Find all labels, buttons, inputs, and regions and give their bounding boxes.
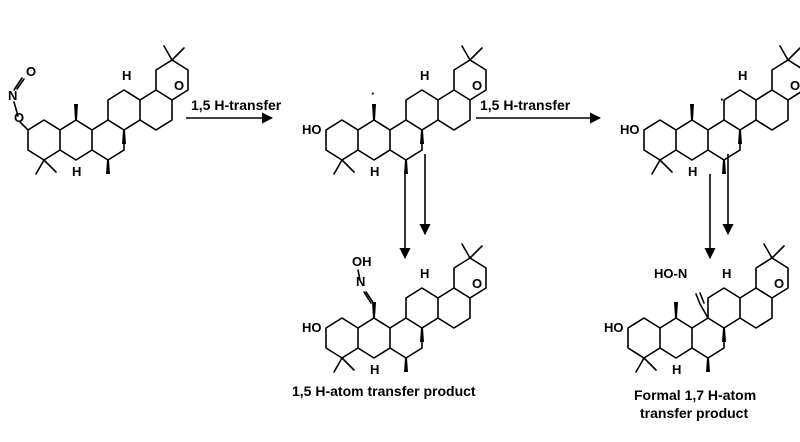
atom-h-6: H: [688, 164, 697, 179]
structure-nitrite-ester: O N O H H O: [8, 45, 189, 179]
atom-o-bridge-2: O: [472, 78, 482, 93]
atom-o-bridge-3: O: [790, 78, 800, 93]
product-label-1: 1,5 H-atom transfer product: [292, 383, 476, 399]
atom-n-nitrite: N: [8, 88, 17, 103]
atom-h-7: H: [420, 266, 429, 281]
structure-product-2: HO HO-N H H O: [604, 243, 789, 377]
structure-radical-2: HO · H H O: [620, 45, 800, 179]
radical-dot-2: ·: [720, 92, 724, 107]
atom-ho-3: HO: [302, 320, 322, 335]
atom-ho-1: HO: [302, 122, 322, 137]
atom-h-10: H: [672, 362, 681, 377]
product-label-2-line2: transfer product: [640, 405, 748, 421]
radical-dot-1: ·: [371, 86, 375, 101]
atom-ho-2: HO: [620, 122, 640, 137]
atom-o-ester: O: [14, 110, 24, 125]
atom-hon-oxime-2: HO-N: [654, 266, 687, 281]
atom-h-1: H: [122, 68, 131, 83]
atom-n-oxime-1: N: [356, 274, 365, 289]
product-label-2-line1: Formal 1,7 H-atom: [634, 387, 756, 403]
atom-h-5: H: [738, 68, 747, 83]
reagent-label-1: 1,5 H-transfer: [191, 97, 282, 113]
atom-h-2: H: [72, 164, 81, 179]
structure-product-1: HO N OH H H O: [302, 243, 487, 377]
atom-ho-4: HO: [604, 320, 624, 335]
atom-o-bridge-4: O: [472, 276, 482, 291]
reagent-label-2: 1,5 H-transfer: [480, 97, 571, 113]
atom-h-8: H: [370, 362, 379, 377]
atom-h-3: H: [420, 68, 429, 83]
atom-o-bridge-5: O: [774, 276, 784, 291]
structure-radical-1: HO · H H O: [302, 45, 487, 179]
atom-o-nitrite: O: [26, 64, 36, 79]
atom-h-4: H: [370, 164, 379, 179]
atom-o-bridge-1: O: [174, 78, 184, 93]
atom-h-9: H: [722, 266, 731, 281]
atom-oh-oxime-1: OH: [352, 254, 372, 269]
